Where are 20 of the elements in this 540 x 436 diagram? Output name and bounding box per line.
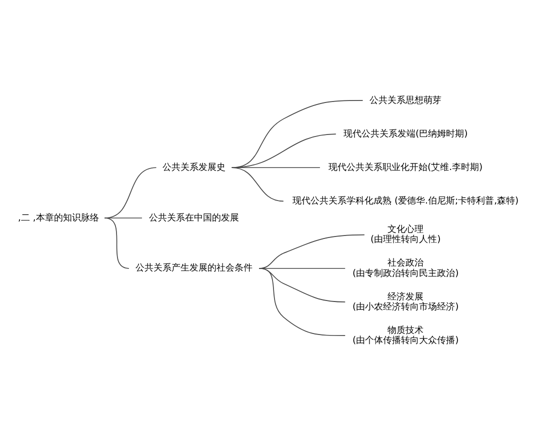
node-text: 物质技术 (由个体传播转向大众传播): [352, 324, 459, 346]
node-text: 现代公共关系职业化开始(艾维.李时期): [328, 162, 483, 173]
node-text: 公共关系思想萌芽: [370, 94, 442, 106]
connector: [231, 167, 284, 202]
node-text: 现代公共关系发端(巴纳姆时期): [343, 128, 468, 140]
node-text: 经济发展 (由小农经济转向市场经济): [352, 291, 459, 312]
node-text: 文化心理 (由理性转向人性): [370, 224, 441, 246]
node-text: 公共关系在中国的发展: [149, 212, 240, 224]
connector: [104, 218, 130, 269]
node-text: ,二 ,本章的知识脉络: [18, 212, 99, 224]
connector: [231, 167, 320, 168]
node-text: 社会政治 (由专制政治转向民主政治): [352, 258, 459, 279]
connector: [231, 100, 364, 168]
connector: [231, 134, 336, 168]
node-text: 公共关系发展史: [162, 162, 226, 173]
connector: [258, 268, 346, 336]
node-text: 现代公共关系学科化成熟 (爱德华.伯尼斯;卡特利普,森特): [292, 196, 519, 207]
connector: [104, 167, 157, 218]
connector: [258, 234, 365, 269]
node-text: 公共关系产生发展的社会条件: [136, 262, 253, 274]
